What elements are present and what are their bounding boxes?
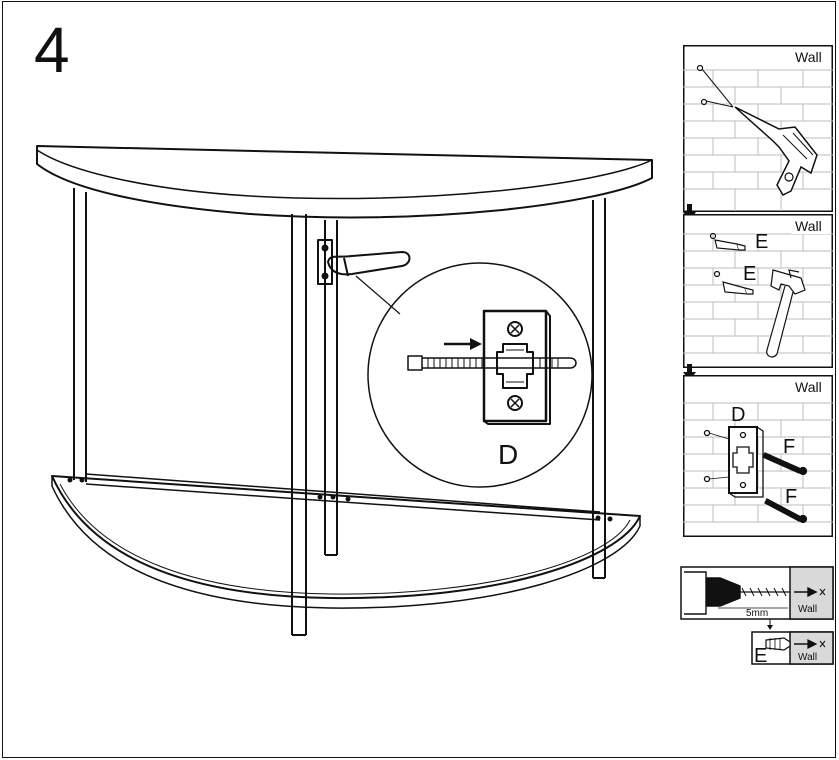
anchor-panel: Wall E E <box>683 214 833 368</box>
detail-wall-label: Wall <box>798 604 817 615</box>
leg-left <box>73 188 87 482</box>
anchor-wall-label: Wall <box>795 218 822 234</box>
anchor-label-1: E <box>755 231 768 253</box>
detail-anchor-label: E <box>754 645 767 666</box>
callout-bracket-label: D <box>498 439 518 470</box>
bottom-shelf <box>51 475 641 600</box>
anchor-label-2: E <box>743 263 756 285</box>
screw-icon-2 <box>764 498 802 522</box>
drill-wall-label: Wall <box>795 49 822 65</box>
drill-depth-detail: 5mm Wall E Wall <box>680 566 834 666</box>
screw-icon <box>762 452 802 474</box>
anchor-detail-icon <box>765 637 791 651</box>
stretcher-bar <box>85 473 601 521</box>
step-number: 4 <box>34 14 70 86</box>
leg-bracket <box>317 239 333 285</box>
leg-right <box>592 198 606 579</box>
detail-callout-circle <box>367 262 593 488</box>
table-top <box>36 145 653 219</box>
screw-wall-label: Wall <box>795 379 822 395</box>
drill-panel: Wall <box>683 45 833 212</box>
hammer-icon <box>770 269 806 295</box>
detail-wall-label-2: Wall <box>798 652 817 663</box>
screw-bracket-label: D <box>731 404 745 426</box>
screw-panel: Wall D F F <box>683 375 833 537</box>
fixing-strap <box>327 251 411 276</box>
leg-front <box>291 214 307 636</box>
screw-label-1: F <box>783 436 795 458</box>
drill-icon <box>734 106 818 196</box>
drill-depth-label: 5mm <box>746 608 768 619</box>
screw-label-2: F <box>785 486 797 508</box>
